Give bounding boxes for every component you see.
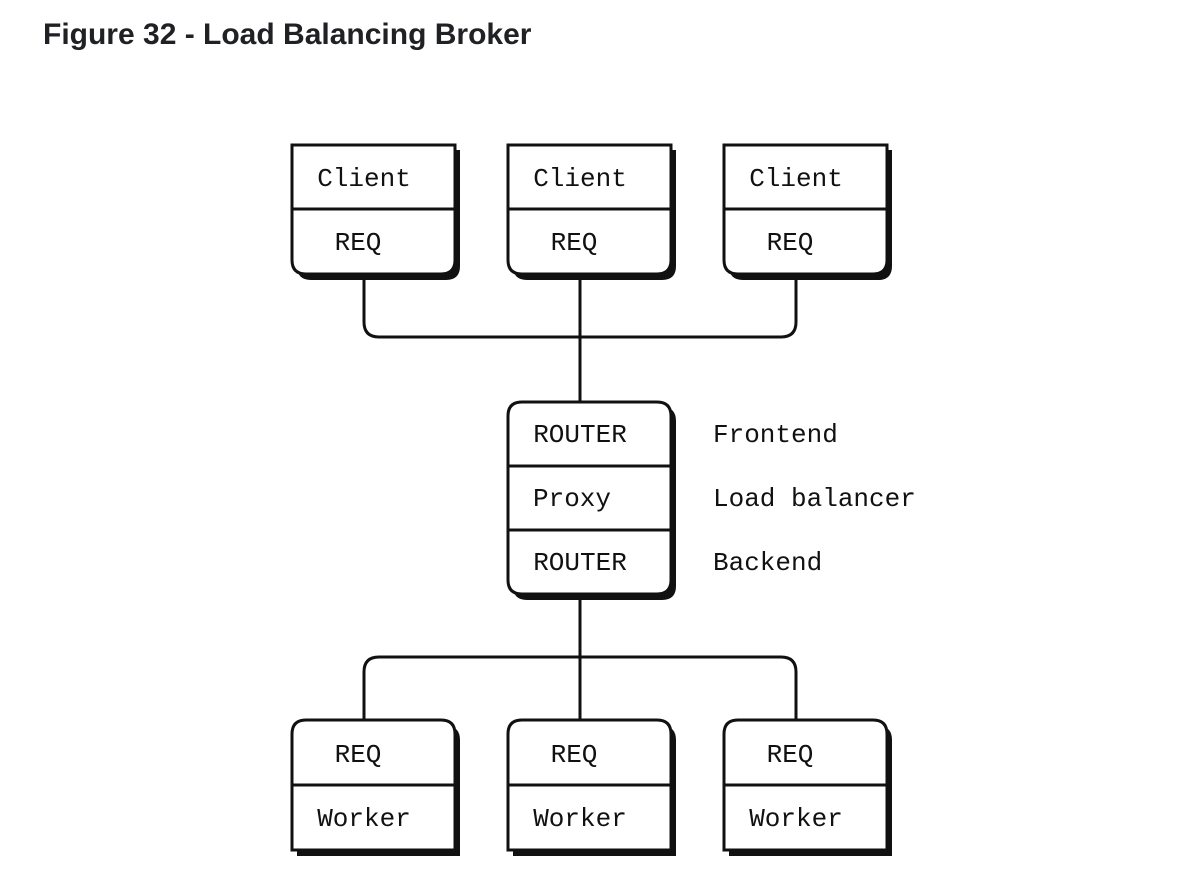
- proxy-label: Proxy: [533, 484, 611, 514]
- worker-label: Worker: [317, 804, 411, 834]
- backend-socket-label: ROUTER: [533, 548, 627, 578]
- worker-box-1: REQ Worker: [290, 718, 460, 856]
- worker-label: Worker: [749, 804, 843, 834]
- worker-box-3: REQ Worker: [722, 718, 892, 856]
- client-label: Client: [533, 164, 627, 194]
- client-label: Client: [317, 164, 411, 194]
- worker-box-2: REQ Worker: [506, 718, 676, 856]
- client-socket-label: REQ: [335, 228, 382, 258]
- load-balancer-annotation: Load balancer: [713, 484, 916, 514]
- client-box-1: Client REQ: [290, 143, 460, 280]
- client-socket-label: REQ: [767, 228, 814, 258]
- frontend-socket-label: ROUTER: [533, 420, 627, 450]
- worker-socket-label: REQ: [767, 740, 814, 770]
- backend-annotation: Backend: [713, 548, 822, 578]
- client-socket-label: REQ: [551, 228, 598, 258]
- worker-socket-label: REQ: [551, 740, 598, 770]
- client-label: Client: [749, 164, 843, 194]
- worker-label: Worker: [533, 804, 627, 834]
- client-box-2: Client REQ: [506, 143, 676, 280]
- client-connector: [362, 275, 798, 402]
- worker-socket-label: REQ: [335, 740, 382, 770]
- frontend-annotation: Frontend: [713, 420, 838, 450]
- page-title: Figure 32 - Load Balancing Broker: [43, 18, 532, 51]
- broker-box: ROUTER Proxy ROUTER: [506, 400, 676, 600]
- worker-connector: [362, 594, 798, 720]
- client-box-3: Client REQ: [722, 143, 892, 280]
